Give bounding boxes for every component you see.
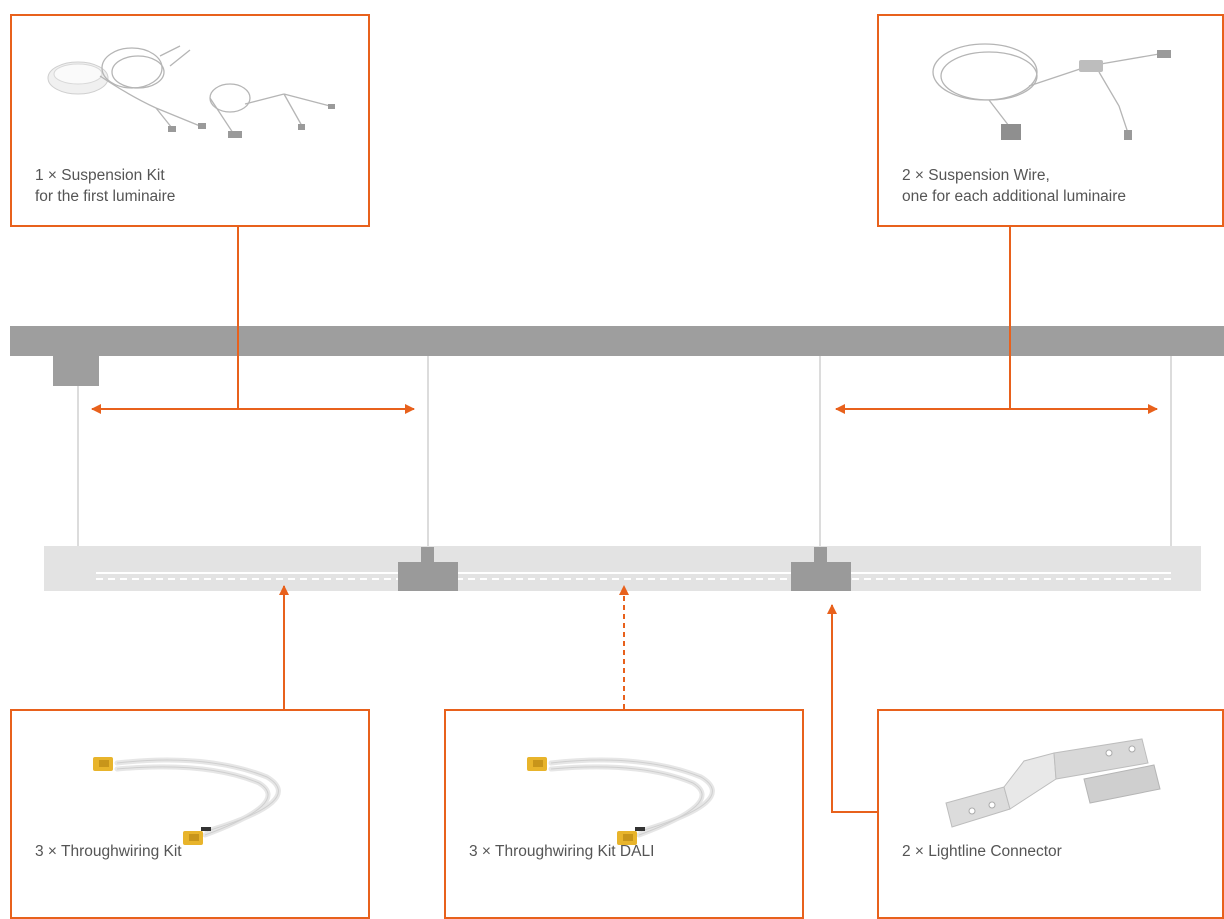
- suspension-wire-image: [932, 43, 1171, 140]
- suspension-wires: [77, 356, 1172, 547]
- connector-bracket-image: [945, 738, 1161, 828]
- lightline-connector-1: [398, 547, 458, 591]
- throughwiring-cable-image: [527, 757, 715, 845]
- luminaire-strip: [44, 546, 1201, 591]
- lightline-connector-label: 2 × Lightline Connector: [902, 843, 1062, 860]
- throughwiring-lines: [96, 572, 1171, 580]
- suspension-wire-sublabel: one for each additional luminaire: [902, 188, 1127, 205]
- lightline-connector-box: 2 × Lightline Connector: [877, 709, 1224, 919]
- throughwiring-kit-box: 3 × Throughwiring Kit: [10, 709, 370, 919]
- lightline-connector-arrow: [827, 604, 878, 813]
- suspension-wire-box: 2 × Suspension Wire, one for each additi…: [877, 14, 1224, 227]
- suspension-kit-sublabel: for the first luminaire: [35, 188, 176, 205]
- suspension-kit-box: 1 × Suspension Kit for the first luminai…: [10, 14, 370, 227]
- suspension-kit-caption: 1 × Suspension Kit for the first luminai…: [35, 165, 175, 207]
- suspension-kit-image: [47, 45, 335, 138]
- throughwiring-kit-dali-box: 3 × Throughwiring Kit DALI: [444, 709, 804, 919]
- suspension-wire-label: 2 × Suspension Wire,: [902, 167, 1050, 184]
- lightline-connector-2: [791, 547, 851, 591]
- throughwiring-kit-label: 3 × Throughwiring Kit: [35, 843, 182, 860]
- suspension-kit-label: 1 × Suspension Kit: [35, 167, 165, 184]
- throughwiring-kit-dali-label: 3 × Throughwiring Kit DALI: [469, 843, 655, 860]
- throughwiring-cable-image: [93, 757, 281, 845]
- ceiling-canopy: [53, 356, 99, 386]
- suspension-wire-caption: 2 × Suspension Wire, one for each additi…: [902, 165, 1126, 207]
- ceiling-bar: [10, 326, 1224, 356]
